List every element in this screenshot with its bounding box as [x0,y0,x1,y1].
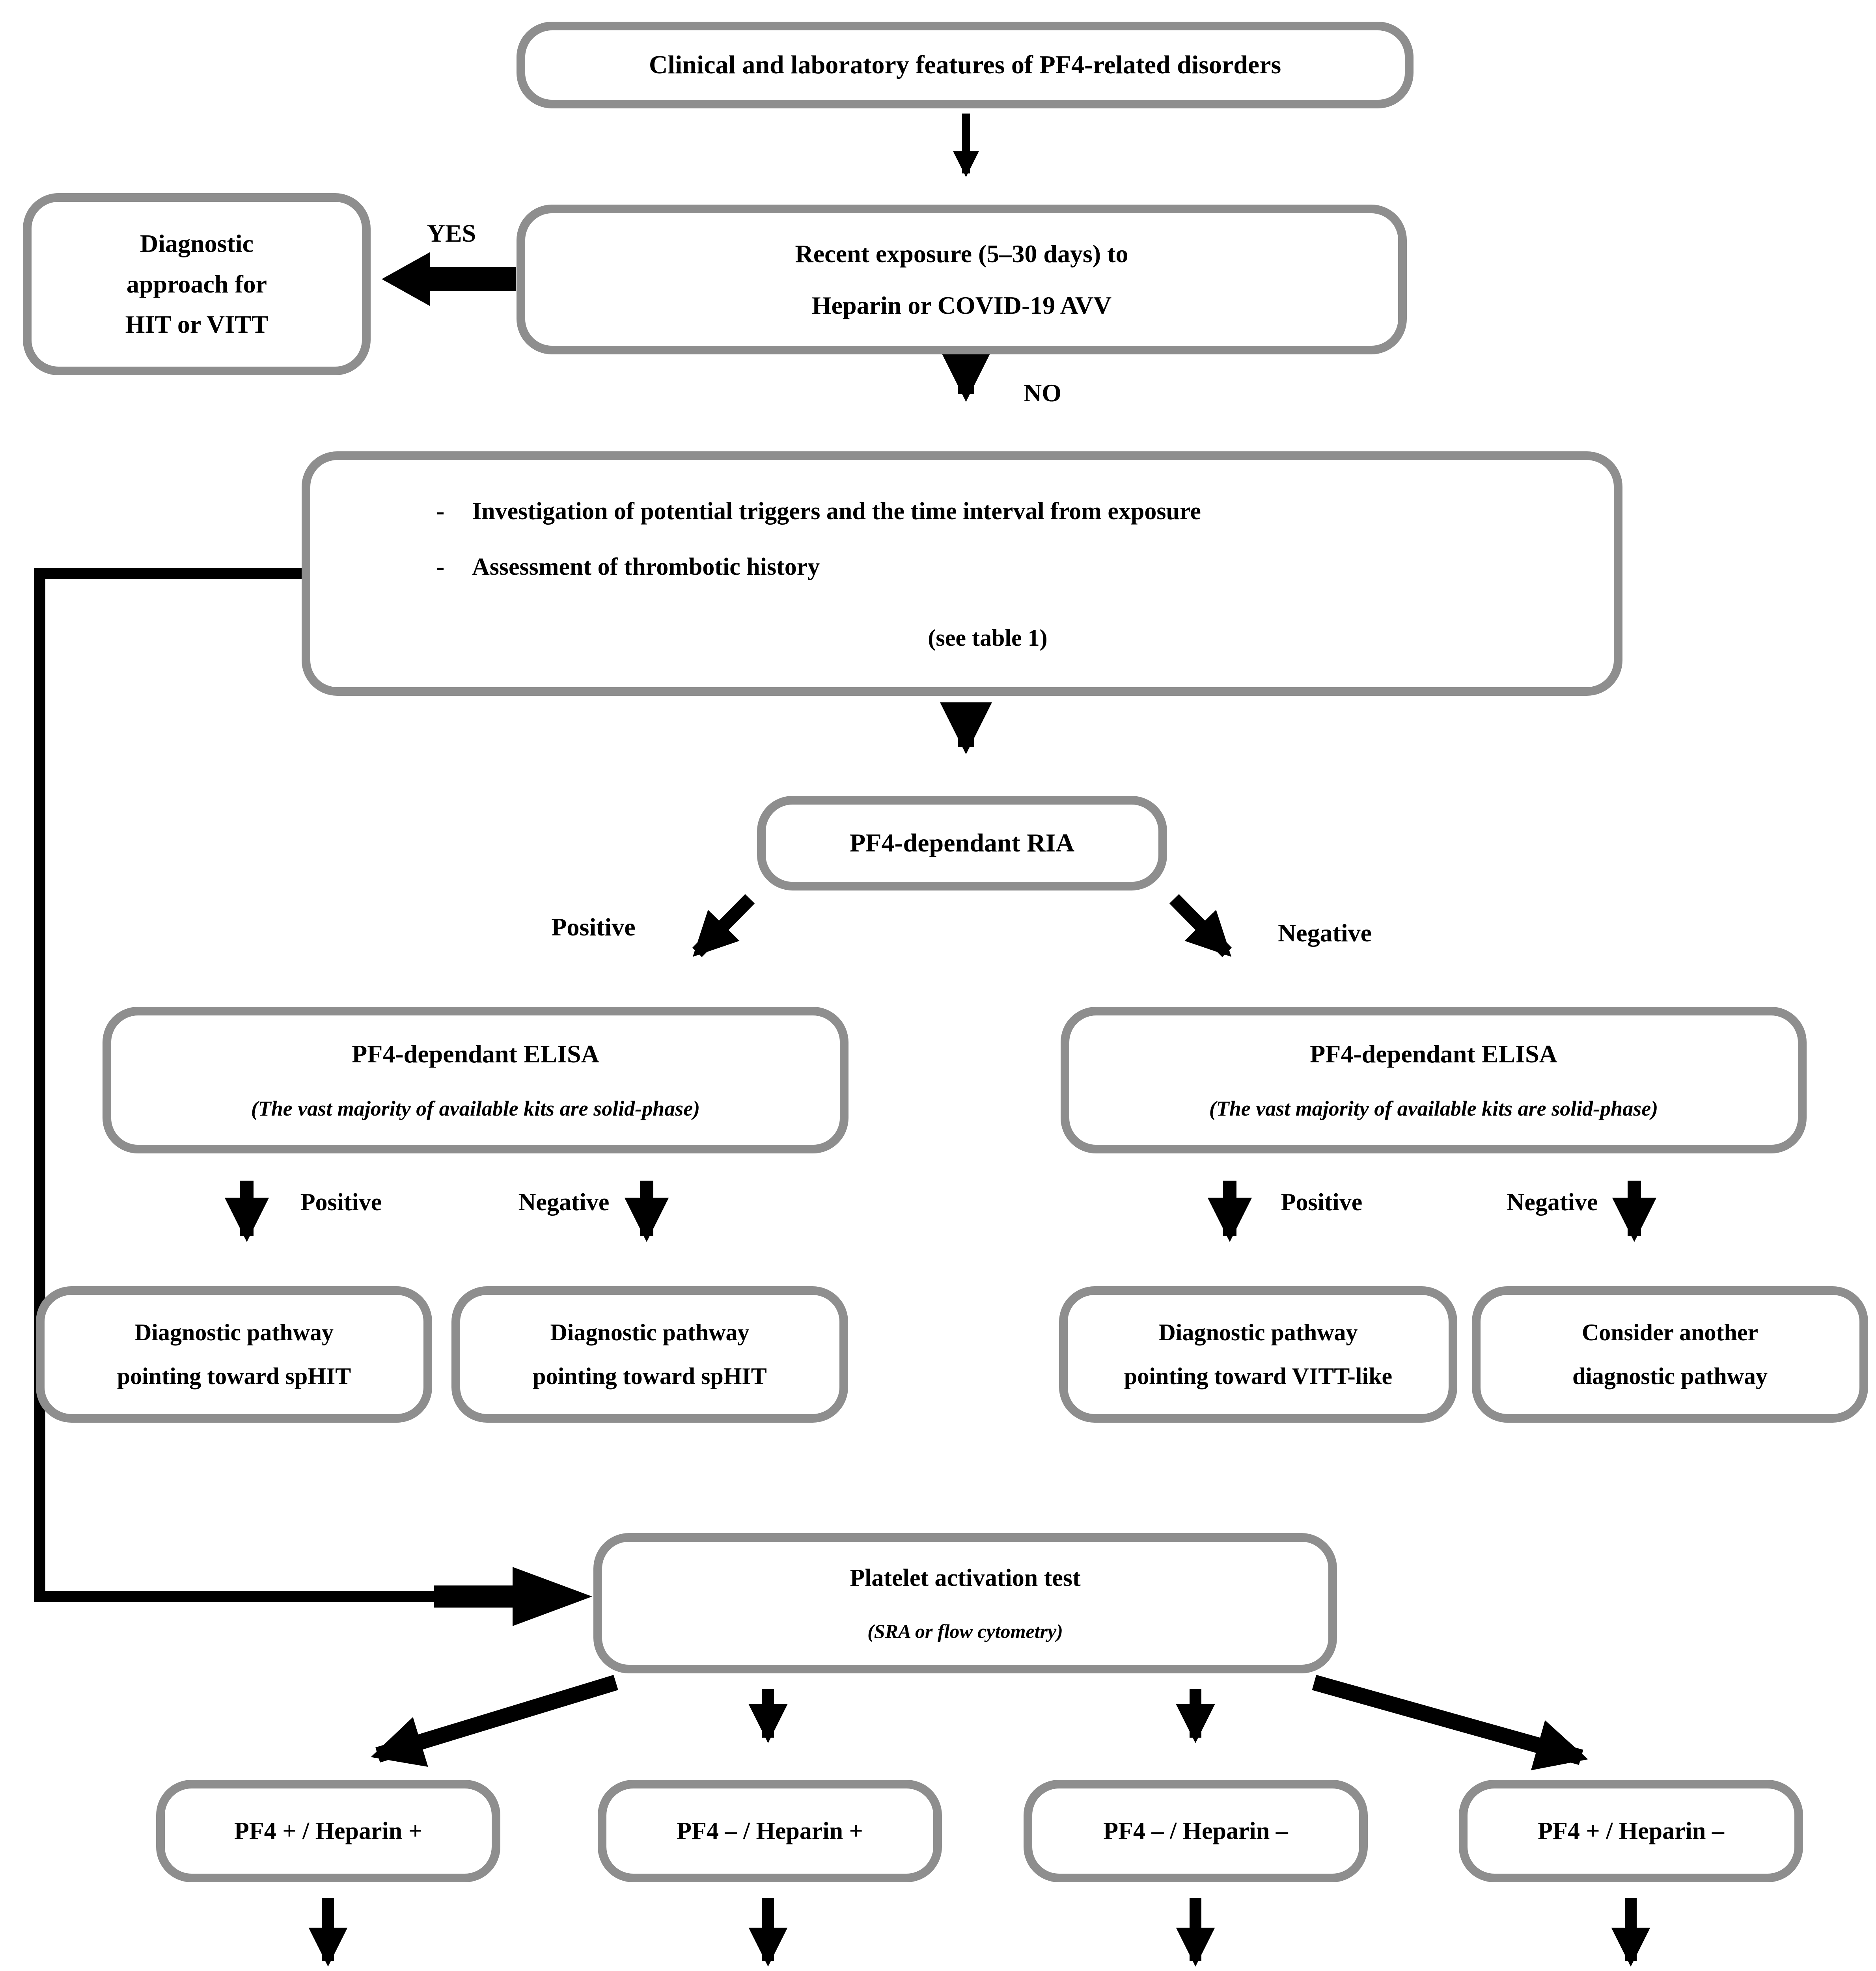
label-elisa-right-positive: Positive [1281,1189,1363,1216]
label-elisa-left-negative: Negative [518,1189,610,1216]
platelet-subtitle: (SRA or flow cytometry) [867,1620,1063,1642]
label-ria-negative: Negative [1277,919,1372,947]
elisa-right-title: PF4-dependant ELISA [1310,1040,1557,1068]
investigation-bullet-2-text: Assessment of thrombotic history [472,553,820,580]
pf4-ria-text: PF4-dependant RIA [849,829,1075,857]
arrow-diagonal-icon-platelet-4 [1312,1675,1588,1770]
node-platelet-activation-test: Platelet activation test (SRA or flow cy… [593,1533,1337,1673]
node-clinical-features-text: Clinical and laboratory features of PF4-… [649,50,1281,79]
node-pf4-pos-heparin-pos: PF4 + / Heparin + [156,1780,500,1882]
arrow-right-icon-into-platelet [513,1567,592,1626]
bullet-dash-icon: - [436,553,445,580]
node-elisa-left: PF4-dependant ELISA (The vast majority o… [103,1007,848,1153]
node-result1-sphit-b: Diagnostic pathway pointing toward spHIT [451,1286,848,1423]
result1-b-line2: pointing toward spHIT [533,1363,767,1389]
node-investigation: - Investigation of potential triggers an… [302,451,1622,696]
result1-a-line2: pointing toward spHIT [117,1363,351,1389]
diagnostic-approach-line2: approach for [126,270,267,298]
node-result1-vitt: Diagnostic pathway pointing toward VITT-… [1059,1286,1457,1423]
result1-d-line2: diagnostic pathway [1572,1363,1768,1389]
node-pf4-neg-heparin-neg: PF4 – / Heparin – [1024,1780,1368,1882]
node-result1-consider-another: Consider another diagnostic pathway [1472,1286,1868,1423]
pf4-pos-heparin-pos-text: PF4 + / Heparin + [234,1817,423,1844]
label-ria-positive: Positive [551,913,636,941]
elisa-left-subtitle: (The vast majority of available kits are… [251,1097,700,1120]
diagnostic-approach-line3: HIT or VITT [125,310,269,339]
result1-a-line1: Diagnostic pathway [134,1319,334,1345]
investigation-bullet-1-text: Investigation of potential triggers and … [472,498,1201,525]
label-elisa-left-positive: Positive [300,1189,382,1216]
label-no: NO [1024,379,1061,407]
arrow-diagonal-icon-ria-negative [1169,894,1232,957]
investigation-bullet-1: - Investigation of potential triggers an… [409,497,1566,525]
platelet-title: Platelet activation test [850,1564,1081,1591]
elisa-right-subtitle: (The vast majority of available kits are… [1209,1097,1658,1120]
recent-exposure-line1: Recent exposure (5–30 days) to [795,239,1128,268]
node-clinical-features: Clinical and laboratory features of PF4-… [517,22,1414,108]
node-pf4-pos-heparin-neg: PF4 + / Heparin – [1459,1780,1803,1882]
node-diagnostic-approach: Diagnostic approach for HIT or VITT [23,193,371,375]
result1-c-line2: pointing toward VITT-like [1124,1363,1393,1389]
recent-exposure-line2: Heparin or COVID-19 AVV [811,291,1112,319]
result1-c-line1: Diagnostic pathway [1158,1319,1358,1345]
node-recent-exposure: Recent exposure (5–30 days) to Heparin o… [517,205,1407,354]
node-elisa-right: PF4-dependant ELISA (The vast majority o… [1061,1007,1807,1153]
investigation-footnote: (see table 1) [928,625,1048,651]
result1-d-line1: Consider another [1581,1319,1759,1345]
node-result1-sphit-a: Diagnostic pathway pointing toward spHIT [36,1286,432,1423]
arrow-diagonal-icon-ria-positive [692,894,755,957]
node-pf4-neg-heparin-pos: PF4 – / Heparin + [598,1780,942,1882]
label-yes: YES [427,219,476,247]
pf4-neg-heparin-pos-text: PF4 – / Heparin + [677,1817,863,1844]
arrow-left-icon-yes [382,252,516,306]
diagnostic-approach-line1: Diagnostic [140,229,254,258]
elisa-left-title: PF4-dependant ELISA [352,1040,599,1068]
node-pf4-ria: PF4-dependant RIA [757,796,1167,890]
arrow-diagonal-icon-platelet-1 [371,1675,618,1767]
label-elisa-right-negative: Negative [1507,1189,1598,1216]
bullet-dash-icon: - [436,498,445,525]
investigation-bullet-2: - Assessment of thrombotic history [409,553,1566,581]
pf4-neg-heparin-neg-text: PF4 – / Heparin – [1103,1817,1288,1844]
result1-b-line1: Diagnostic pathway [550,1319,750,1345]
pf4-pos-heparin-neg-text: PF4 + / Heparin – [1538,1817,1724,1844]
